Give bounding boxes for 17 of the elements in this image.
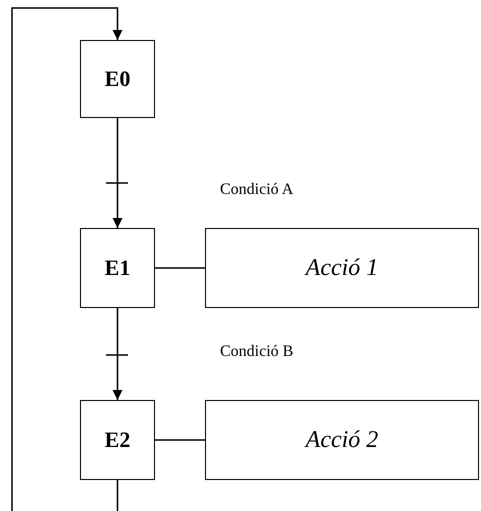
arrow <box>11 7 122 511</box>
node-label: Acció 2 <box>306 426 378 454</box>
connector-line <box>155 267 205 269</box>
node-label: E1 <box>104 255 130 281</box>
arrow <box>112 308 122 400</box>
step-box <box>80 400 155 480</box>
condition-label: Condició B <box>220 343 294 361</box>
step-box <box>80 40 155 118</box>
node-label: E0 <box>104 66 130 92</box>
action-box <box>205 400 479 480</box>
node-label: E2 <box>104 427 130 453</box>
arrow <box>112 118 122 228</box>
action-box <box>205 228 479 308</box>
node-label: Acció 1 <box>306 254 378 282</box>
connector-line <box>155 439 205 441</box>
condition-label: Condició A <box>220 181 294 199</box>
step-box <box>80 228 155 308</box>
